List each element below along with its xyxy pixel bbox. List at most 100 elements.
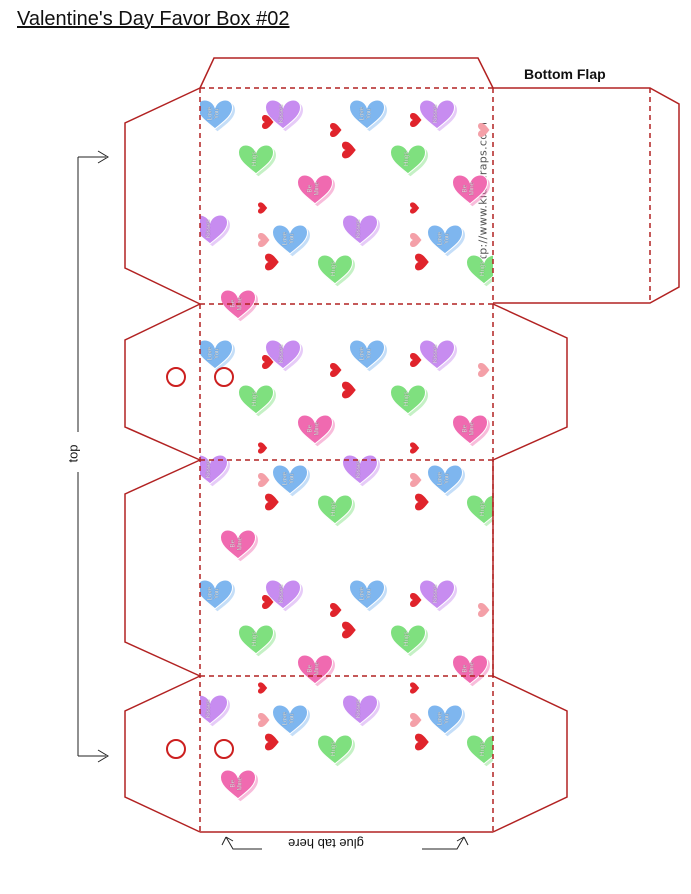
bottom-flap-cut	[493, 87, 680, 304]
candy-heart-icon: Kisses	[200, 694, 230, 727]
punch-holes	[166, 367, 234, 759]
candy-heart-icon: Hugs	[237, 144, 276, 177]
heart-icon	[258, 442, 268, 454]
candy-message: Love	[282, 711, 289, 725]
candy-message: Love	[437, 711, 444, 725]
heart-icon	[265, 733, 279, 751]
candy-message: Love	[282, 231, 289, 245]
candy-message: Be	[230, 779, 237, 787]
candy-message: Mine	[468, 181, 475, 195]
candy-heart-icon: Kisses	[341, 694, 380, 727]
candy-heart-icon: Hugs	[237, 624, 276, 657]
candy-message: You	[365, 588, 372, 599]
candy-heart-icon: Kisses	[418, 339, 457, 372]
candy-message: You	[365, 108, 372, 119]
heart-icon	[342, 621, 356, 639]
punch-hole-icon	[166, 367, 186, 387]
heart-icon	[262, 595, 274, 609]
heart-icon	[410, 442, 420, 454]
candy-message: Love	[437, 231, 444, 245]
candy-message: Kisses	[205, 220, 212, 238]
candy-message: Kisses	[432, 105, 439, 123]
left-flap-3-cut	[124, 459, 201, 677]
punch-hole-icon	[166, 739, 186, 759]
arrow-icon	[78, 150, 109, 164]
candy-message: Hugs	[251, 631, 258, 646]
candy-message: You	[443, 473, 450, 484]
candy-message: Mine	[313, 181, 320, 195]
candy-message: Love	[359, 106, 366, 120]
candy-message: Mine	[468, 421, 475, 435]
candy-message: Kisses	[355, 700, 362, 718]
candy-heart-icon: Hugs	[389, 624, 428, 657]
arrow-icon	[78, 749, 109, 763]
candy-message: Kisses	[432, 345, 439, 363]
candy-message: Mine	[236, 776, 243, 790]
candy-message: You	[288, 713, 295, 724]
candy-heart-icon: Hugs	[389, 144, 428, 177]
candy-message: Be	[462, 424, 469, 432]
candy-message: Be	[307, 664, 314, 672]
heart-icon	[330, 603, 342, 617]
candy-message: Love	[359, 346, 366, 360]
heart-icon	[258, 713, 270, 727]
candy-message: Love	[437, 471, 444, 485]
candy-heart-icon: Hugs	[316, 734, 355, 767]
heart-icon	[478, 363, 490, 377]
candy-message: Be	[307, 424, 314, 432]
candy-message: You	[213, 588, 220, 599]
candy-message: You	[213, 108, 220, 119]
heart-icon	[265, 253, 279, 271]
heart-icon	[410, 202, 420, 214]
candy-message: Mine	[313, 421, 320, 435]
candy-message: You	[365, 348, 372, 359]
candy-heart-icon: Kisses	[418, 99, 457, 132]
heart-icon	[478, 603, 490, 617]
candy-heart-icon: Hugs	[465, 254, 493, 287]
heart-icon	[410, 113, 422, 127]
candy-heart-icon: Kisses	[341, 214, 380, 247]
candy-message: You	[288, 473, 295, 484]
heart-icon	[410, 233, 422, 247]
candy-message: Love	[207, 346, 214, 360]
candy-heart-icon: Kisses	[200, 454, 230, 487]
heart-icon	[415, 733, 429, 751]
arrow-icon	[422, 836, 469, 850]
arrow-icon	[221, 836, 262, 850]
candy-message: Love	[207, 106, 214, 120]
heart-icon	[330, 363, 342, 377]
candy-message: Be	[230, 299, 237, 307]
candy-message: You	[213, 348, 220, 359]
candy-message: Kisses	[432, 585, 439, 603]
candy-message: Hugs	[403, 391, 410, 406]
candy-heart-icon: Kisses	[264, 579, 303, 612]
heart-icon	[262, 115, 274, 129]
candy-message: Kisses	[355, 460, 362, 478]
glue-arrows	[221, 836, 469, 850]
candy-heart-icon: Hugs	[389, 384, 428, 417]
candy-heart-icon: Kisses	[418, 579, 457, 612]
top-tab-cut	[199, 57, 494, 89]
candy-message: Kisses	[278, 585, 285, 603]
heart-icon	[410, 353, 422, 367]
heart-icon	[258, 473, 270, 487]
candy-message: Hugs	[479, 741, 486, 756]
candy-heart-icon: Kisses	[264, 339, 303, 372]
candy-message: Kisses	[355, 220, 362, 238]
punch-hole-icon	[214, 739, 234, 759]
